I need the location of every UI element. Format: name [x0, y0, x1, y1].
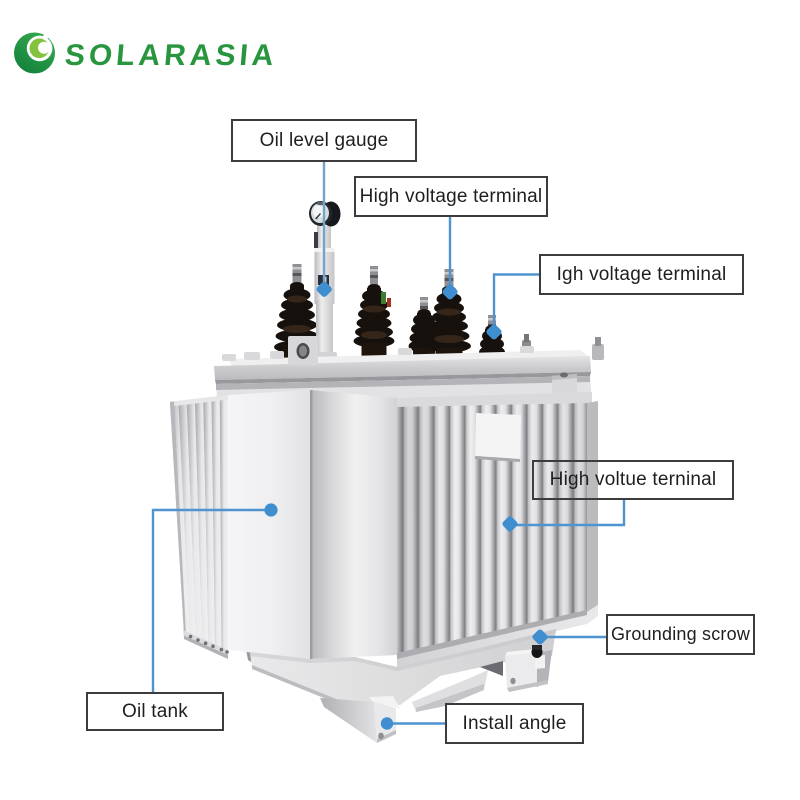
svg-text:SOLARASIA: SOLARASIA — [64, 39, 280, 72]
